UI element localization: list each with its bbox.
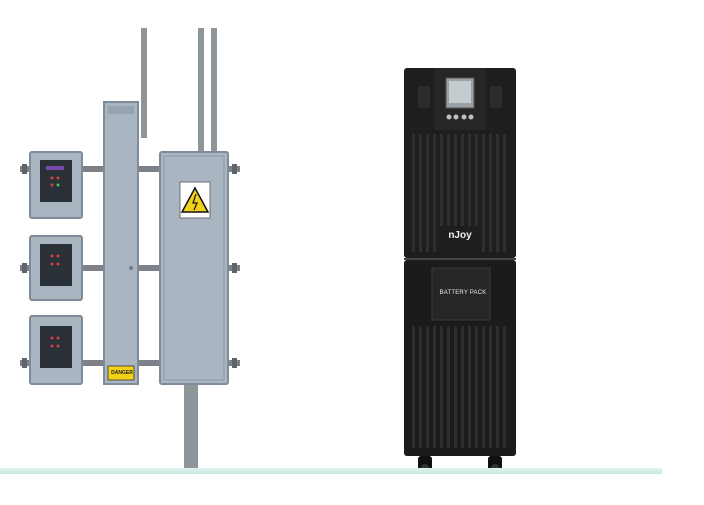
main-enclosure: [159, 151, 229, 385]
vertical-wireway: [103, 101, 139, 385]
warning-triangle-icon: [180, 186, 210, 213]
danger-label: DANGER: [111, 370, 133, 376]
control-box-middle: [29, 235, 83, 301]
control-box-bottom: [29, 315, 83, 385]
brand-logo: nJoy: [448, 230, 472, 241]
ups-tower: [404, 68, 516, 472]
conduit-pipes: [141, 28, 217, 472]
floor-strip: [0, 468, 662, 474]
control-box-top: [29, 151, 83, 219]
battery-pack-label: BATTERY PACK: [439, 290, 487, 296]
